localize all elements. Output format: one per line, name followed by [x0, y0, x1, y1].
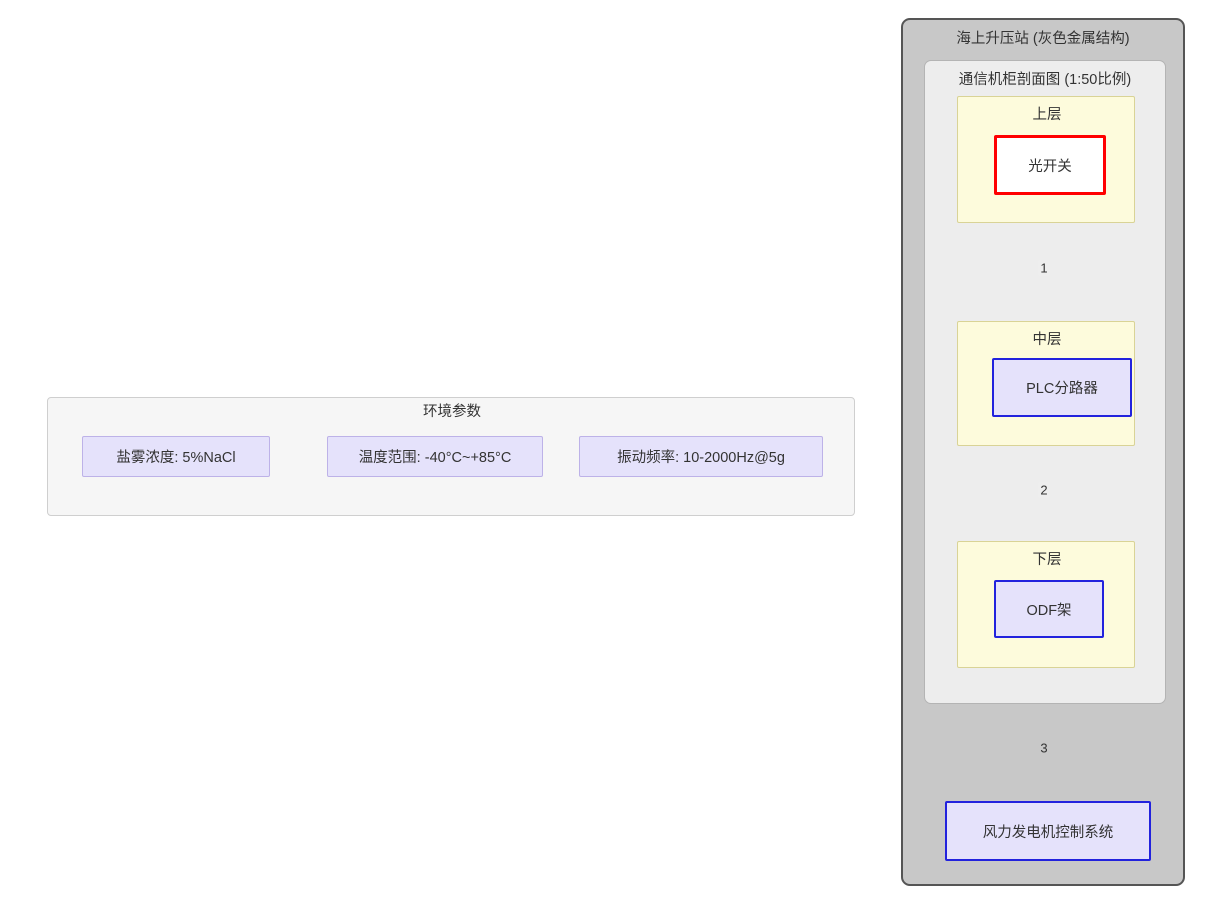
edge-label-3: 3 — [1038, 740, 1050, 756]
env-param-salt-spray[interactable]: 盐雾浓度: 5%NaCl — [82, 436, 270, 477]
layer-middle-title: 中层 — [1032, 332, 1062, 348]
node-wind-turbine-control-system[interactable]: 风力发电机控制系统 — [945, 801, 1151, 861]
env-param-vibration[interactable]: 振动频率: 10-2000Hz@5g — [579, 436, 823, 477]
offshore-substation-title: 海上升压站 (灰色金属结构) — [956, 31, 1130, 47]
node-plc-splitter[interactable]: PLC分路器 — [992, 358, 1132, 417]
edge-label-2: 2 — [1038, 482, 1050, 498]
env-param-temperature[interactable]: 温度范围: -40°C~+85°C — [327, 436, 543, 477]
communication-cabinet-container: 通信机柜剖面图 (1:50比例) 上层 光开关 中层 PLC分路器 下层 ODF… — [924, 60, 1166, 704]
edge-label-1: 1 — [1038, 260, 1050, 276]
communication-cabinet-title: 通信机柜剖面图 (1:50比例) — [958, 72, 1132, 88]
node-odf-rack[interactable]: ODF架 — [994, 580, 1104, 638]
layer-group-middle: 中层 PLC分路器 — [957, 321, 1135, 446]
offshore-substation-container: 海上升压站 (灰色金属结构) 通信机柜剖面图 (1:50比例) 上层 光开关 中… — [901, 18, 1185, 886]
layer-group-lower: 下层 ODF架 — [957, 541, 1135, 668]
layer-upper-title: 上层 — [1032, 107, 1062, 123]
node-optical-switch[interactable]: 光开关 — [994, 135, 1106, 195]
layer-group-upper: 上层 光开关 — [957, 96, 1135, 223]
environment-panel-title: 环境参数 — [423, 404, 481, 420]
layer-lower-title: 下层 — [1032, 552, 1062, 568]
environment-parameters-panel: 环境参数 盐雾浓度: 5%NaCl 温度范围: -40°C~+85°C 振动频率… — [47, 397, 855, 516]
